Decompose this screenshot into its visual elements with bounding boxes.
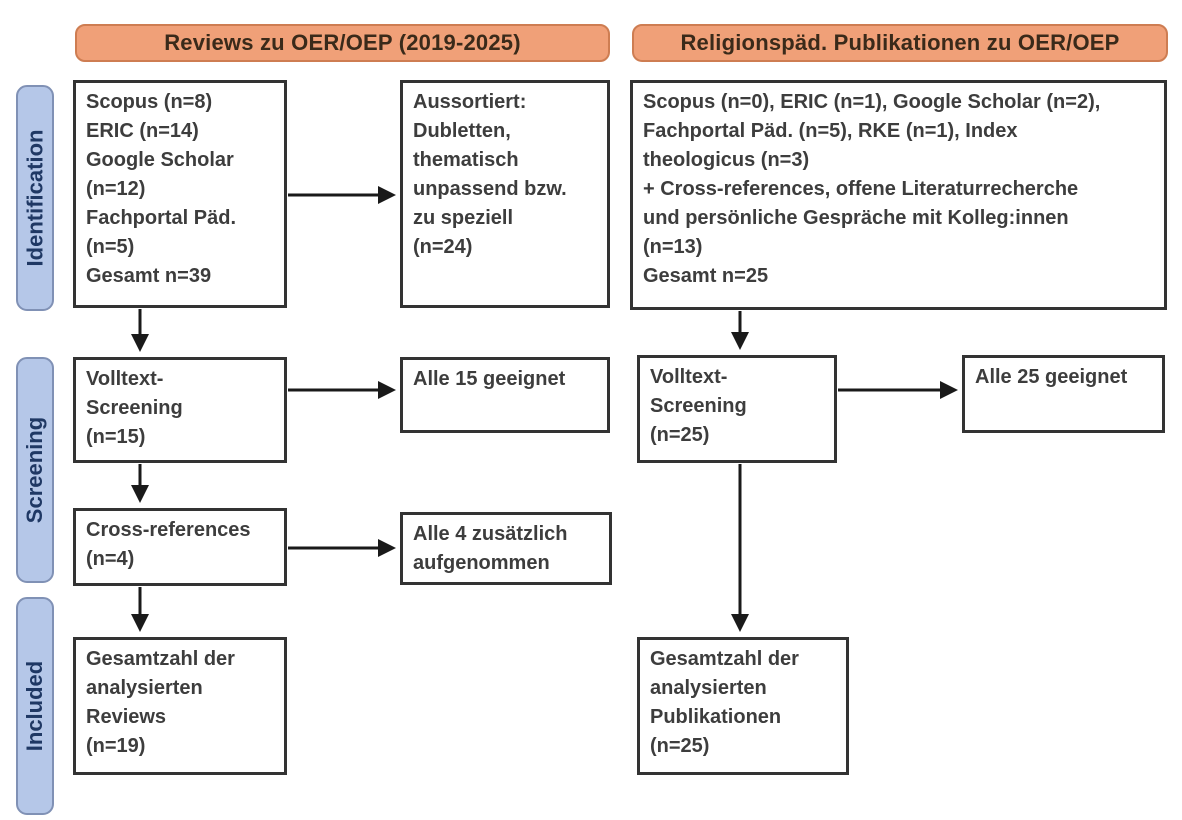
box-reviews-excluded: Aussortiert: Dubletten, thematisch unpas… <box>400 80 610 308</box>
box-relpaed-sources: Scopus (n=0), ERIC (n=1), Google Scholar… <box>630 80 1167 310</box>
box-relpaed-fulltext-result: Alle 25 geeignet <box>962 355 1165 433</box>
box-reviews-fulltext-screening: Volltext- Screening (n=15) <box>73 357 287 463</box>
stage-identification-label: Identification <box>22 129 48 267</box>
banner-reviews-column: Reviews zu OER/OEP (2019-2025) <box>75 24 610 62</box>
box-relpaed-included-total: Gesamtzahl der analysierten Publikatione… <box>637 637 849 775</box>
stage-included: Included <box>16 597 54 815</box>
box-reviews-crossref-result: Alle 4 zusätzlich aufgenommen <box>400 512 612 585</box>
box-reviews-included-total: Gesamtzahl der analysierten Reviews (n=1… <box>73 637 287 775</box>
box-reviews-fulltext-result: Alle 15 geeignet <box>400 357 610 433</box>
stage-included-label: Included <box>22 660 48 752</box>
stage-screening-label: Screening <box>22 416 47 524</box>
stage-identification: Identification <box>16 85 54 311</box>
stage-screening: Screening <box>16 357 54 583</box>
box-reviews-sources: Scopus (n=8) ERIC (n=14) Google Scholar … <box>73 80 287 308</box>
box-reviews-crossreferences: Cross-references (n=4) <box>73 508 287 586</box>
banner-religionspaed-column: Religionspäd. Publikationen zu OER/OEP <box>632 24 1168 62</box>
box-relpaed-fulltext-screening: Volltext- Screening (n=25) <box>637 355 837 463</box>
